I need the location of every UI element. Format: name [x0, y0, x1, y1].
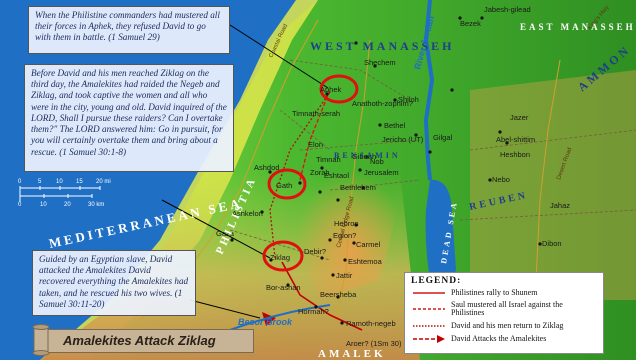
legend-label-attack: David Attacks the Amalekites [451, 334, 547, 343]
scale-mi-0: 0 [18, 179, 22, 185]
ridge-road [335, 39, 371, 321]
label-eglon: Eglon? [333, 231, 356, 240]
scale-mi-5: 5 [38, 179, 42, 185]
legend-label-saul: Saul mustered all Israel against the Phi… [451, 300, 563, 317]
label-debir: Debir? [304, 247, 326, 256]
river-jordan-line [423, 0, 435, 181]
connector-raid [161, 199, 271, 259]
scale-mi-10: 10 [56, 179, 63, 185]
scale-km-0: 0 [18, 202, 22, 208]
label-ashdod: Ashdod [254, 163, 279, 172]
label-bezek: Bezek [460, 19, 481, 28]
label-dibon: Dibon [542, 239, 562, 248]
legend-label-return: David and his men return to Ziklag [451, 321, 564, 330]
coastal-plain [40, 0, 318, 360]
connector-aphek [229, 24, 329, 89]
callout-raid: Before David and his men reached Ziklag … [24, 64, 234, 172]
besor-brook-label: Besor Brook [238, 317, 293, 327]
town-dots [230, 16, 542, 325]
scale-km-30: 30 km [88, 202, 104, 208]
label-timnah: Timnah [316, 155, 341, 164]
legend-swatch-attack [413, 334, 445, 343]
label-ashkelon: Ashkelon [232, 209, 263, 218]
aphek-highlight [319, 74, 359, 104]
ziklag-highlight [262, 240, 304, 272]
callout-rescue: Guided by an Egyptian slave, David attac… [32, 250, 196, 316]
region-west-manasseh: WEST MANASSEH [310, 39, 454, 53]
kings-highway [535, 59, 561, 281]
transjordan-shading [470, 70, 636, 300]
legend-swatch-saul [413, 308, 445, 310]
gath-highlight [267, 168, 307, 200]
legend-title: LEGEND: [411, 276, 462, 286]
region-benjamin: BENJAMIN [334, 151, 401, 160]
label-bor-ashan: Bor-ashan [266, 283, 301, 292]
label-gaza: Gaza [216, 229, 235, 238]
label-eshtaol: Eshtaol [324, 171, 349, 180]
scroll-icon [32, 324, 50, 356]
label-aroer: Aroer? (1Sm 30) [346, 339, 402, 348]
label-nob: Nob [370, 157, 384, 166]
label-eshtemoa: Eshtemoa [348, 257, 383, 266]
label-gilgal: Gilgal [433, 133, 453, 142]
map-title-banner: Amalekites Attack Ziklag [44, 329, 254, 353]
label-jericho: Jericho (UT) [382, 135, 424, 144]
label-bethel: Bethel [384, 121, 406, 130]
label-zorah: Zorah [310, 168, 330, 177]
label-beersheba: Beersheba [320, 290, 357, 299]
label-elon: Elon [308, 140, 323, 149]
judah-highlands [290, 140, 400, 300]
route-return-ziklag [269, 91, 331, 259]
scale-km-10: 10 [40, 202, 47, 208]
region-amalek: AMALEK [318, 348, 386, 360]
tribal-boundaries [229, 59, 636, 261]
label-jattir: Jattir [336, 271, 353, 280]
label-jazer: Jazer [510, 113, 529, 122]
label-timnath: Timnath-serah [292, 109, 340, 118]
connector-rescue [189, 299, 261, 319]
label-shechem: Shechem [364, 58, 396, 67]
label-shiloh: Shiloh [398, 95, 419, 104]
label-abel-shittim: Abel-shittim [496, 135, 535, 144]
attack-arrow [262, 312, 276, 326]
label-carmel: Carmel [356, 240, 381, 249]
label-hebron: Hebron [334, 219, 359, 228]
label-jerusalem: Jerusalem [364, 168, 399, 177]
label-bethlehem: Bethlehem [340, 183, 376, 192]
label-gibeah: Gibeah [352, 152, 376, 161]
label-jahaz: Jahaz [550, 201, 570, 210]
scale-mi-15: 15 [76, 179, 83, 185]
scale-km-20: 20 [64, 202, 71, 208]
route-attack [281, 261, 363, 331]
legend-row-attack: David Attacks the Amalekites [411, 332, 597, 345]
legend-swatch-return [413, 324, 445, 327]
legend-row-return: David and his men return to Ziklag [411, 319, 597, 332]
scale-bar: 0 5 10 15 20 mi 0 10 20 30 km [18, 179, 111, 208]
route-philistines [299, 89, 331, 181]
region-east-manasseh: EAST MANASSEH [520, 22, 636, 32]
dead-sea-shape [425, 179, 456, 293]
legend-row-saul: Saul mustered all Israel against the Phi… [411, 299, 597, 319]
label-jabesh: Jabesh-gilead [484, 5, 531, 14]
label-ramoth: Ramoth-negeb [346, 319, 396, 328]
scale-mi-20: 20 mi [96, 179, 111, 185]
legend-row-rally: Philistines rally to Shunem [411, 286, 597, 299]
label-nebo: Nebo [492, 175, 510, 184]
label-hormah: Hormah? [298, 307, 329, 316]
callout-aphek: When the Philistine commanders had muste… [28, 6, 230, 54]
legend: LEGEND: Philistines rally to Shunem Saul… [404, 272, 604, 354]
besor-brook-line [229, 304, 331, 331]
label-ziklag: Ziklag [270, 253, 290, 262]
label-heshbon: Heshbon [500, 150, 530, 159]
label-anathoth: Anathoth-zophim? [352, 99, 413, 108]
legend-label-rally: Philistines rally to Shunem [451, 288, 538, 297]
legend-swatch-rally [413, 291, 445, 294]
label-aphek: Aphek [320, 85, 342, 94]
label-gath: Gath [276, 181, 292, 190]
